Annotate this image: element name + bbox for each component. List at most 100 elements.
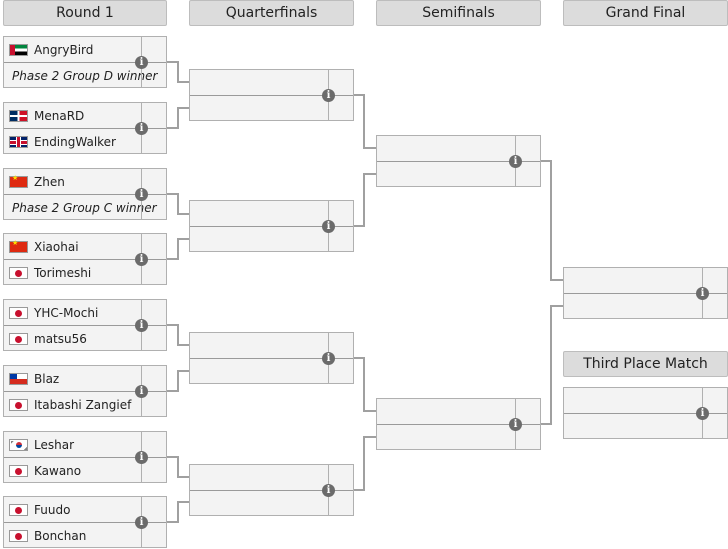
match-slot[interactable]: Xiaohai xyxy=(4,234,142,259)
info-icon[interactable]: i xyxy=(509,155,522,168)
player-name: AngryBird xyxy=(34,42,94,57)
player-name: matsu56 xyxy=(34,331,87,346)
info-icon[interactable]: i xyxy=(322,220,335,233)
info-icon[interactable]: i xyxy=(135,385,148,398)
match-slot[interactable]: Phase 2 Group D winner xyxy=(4,63,157,88)
round1-match-2[interactable]: MenaRD EndingWalker i xyxy=(3,102,167,154)
match-slot[interactable] xyxy=(377,399,516,424)
info-icon[interactable]: i xyxy=(135,253,148,266)
third-place-match[interactable]: i xyxy=(563,387,728,439)
match-slot[interactable]: Zhen xyxy=(4,169,142,194)
japan-flag-icon xyxy=(9,398,28,411)
chile-flag-icon xyxy=(9,372,28,385)
info-icon[interactable]: i xyxy=(135,188,148,201)
match-slot[interactable] xyxy=(190,70,329,95)
match-slot[interactable] xyxy=(564,268,703,293)
info-icon[interactable]: i xyxy=(696,287,709,300)
round-header-quarterfinals: Quarterfinals xyxy=(189,0,354,26)
round1-match-5[interactable]: YHC-Mochi matsu56 i xyxy=(3,299,167,351)
round-header-semifinals: Semifinals xyxy=(376,0,541,26)
info-icon[interactable]: i xyxy=(696,407,709,420)
round-header-round-1: Round 1 xyxy=(3,0,167,26)
match-slot[interactable]: AngryBird xyxy=(4,37,142,62)
match-slot[interactable]: Kawano xyxy=(4,458,142,483)
info-icon[interactable]: i xyxy=(135,56,148,69)
japan-flag-icon xyxy=(9,503,28,516)
match-slot[interactable]: Leshar xyxy=(4,432,142,457)
third-place-header: Third Place Match xyxy=(563,351,728,377)
match-slot[interactable]: Blaz xyxy=(4,366,142,391)
japan-flag-icon xyxy=(9,266,28,279)
dominican-republic-flag-icon xyxy=(9,109,28,122)
match-slot[interactable] xyxy=(377,136,516,161)
match-slot[interactable] xyxy=(564,414,703,439)
quarterfinal-match-1[interactable]: i xyxy=(189,69,354,121)
uk-flag-icon xyxy=(9,135,28,148)
info-icon[interactable]: i xyxy=(135,122,148,135)
match-slot[interactable] xyxy=(190,201,329,226)
quarterfinal-match-2[interactable]: i xyxy=(189,200,354,252)
match-slot[interactable]: MenaRD xyxy=(4,103,142,128)
japan-flag-icon xyxy=(9,529,28,542)
info-icon[interactable]: i xyxy=(135,451,148,464)
player-name: Xiaohai xyxy=(34,239,79,254)
quarterfinal-match-3[interactable]: i xyxy=(189,332,354,384)
match-slot[interactable] xyxy=(190,465,329,490)
info-icon[interactable]: i xyxy=(322,484,335,497)
player-name: Blaz xyxy=(34,371,60,386)
match-slot[interactable] xyxy=(377,425,516,450)
info-icon[interactable]: i xyxy=(135,516,148,529)
info-icon[interactable]: i xyxy=(322,89,335,102)
match-slot[interactable]: matsu56 xyxy=(4,326,142,351)
match-slot[interactable]: EndingWalker xyxy=(4,129,142,154)
japan-flag-icon xyxy=(9,332,28,345)
quarterfinal-match-4[interactable]: i xyxy=(189,464,354,516)
match-slot[interactable]: YHC-Mochi xyxy=(4,300,142,325)
player-name: Fuudo xyxy=(34,502,71,517)
match-slot[interactable] xyxy=(190,227,329,252)
player-name: Bonchan xyxy=(34,528,87,543)
match-slot[interactable]: Itabashi Zangief xyxy=(4,392,142,417)
south-korea-flag-icon xyxy=(9,438,28,451)
china-flag-icon xyxy=(9,174,28,188)
tbd-label: Phase 2 Group D winner xyxy=(12,68,158,83)
player-name: MenaRD xyxy=(34,108,85,123)
info-icon[interactable]: i xyxy=(135,319,148,332)
round1-match-3[interactable]: Zhen Phase 2 Group C winner i xyxy=(3,168,167,220)
match-slot[interactable] xyxy=(190,491,329,516)
tbd-label: Phase 2 Group C winner xyxy=(12,200,157,215)
match-slot[interactable] xyxy=(564,388,703,413)
player-name: YHC-Mochi xyxy=(34,305,99,320)
match-slot[interactable]: Fuudo xyxy=(4,497,142,522)
match-slot[interactable] xyxy=(190,96,329,121)
round1-match-1[interactable]: AngryBird Phase 2 Group D winner i xyxy=(3,36,167,88)
round1-match-6[interactable]: Blaz Itabashi Zangief i xyxy=(3,365,167,417)
info-icon[interactable]: i xyxy=(322,352,335,365)
player-name: Itabashi Zangief xyxy=(34,397,132,412)
match-slot[interactable] xyxy=(190,333,329,358)
round-header-grand-final: Grand Final xyxy=(563,0,728,26)
player-name: EndingWalker xyxy=(34,134,116,149)
china-flag-icon xyxy=(9,239,28,253)
japan-flag-icon xyxy=(9,306,28,319)
match-slot[interactable]: Torimeshi xyxy=(4,260,142,285)
match-slot[interactable] xyxy=(377,162,516,187)
info-icon[interactable]: i xyxy=(509,418,522,431)
match-slot[interactable]: Bonchan xyxy=(4,523,142,548)
grand-final-match[interactable]: i xyxy=(563,267,728,319)
round1-match-4[interactable]: Xiaohai Torimeshi i xyxy=(3,233,167,285)
player-name: Torimeshi xyxy=(34,265,92,280)
japan-flag-icon xyxy=(9,464,28,477)
player-name: Kawano xyxy=(34,463,82,478)
player-name: Zhen xyxy=(34,174,65,189)
round1-match-8[interactable]: Fuudo Bonchan i xyxy=(3,496,167,548)
round1-match-7[interactable]: Leshar Kawano i xyxy=(3,431,167,483)
semifinal-match-1[interactable]: i xyxy=(376,135,541,187)
semifinal-match-2[interactable]: i xyxy=(376,398,541,450)
player-name: Leshar xyxy=(34,437,75,452)
match-slot[interactable] xyxy=(564,294,703,319)
match-slot[interactable] xyxy=(190,359,329,384)
uae-flag-icon xyxy=(9,43,28,56)
match-slot[interactable]: Phase 2 Group C winner xyxy=(4,195,157,220)
